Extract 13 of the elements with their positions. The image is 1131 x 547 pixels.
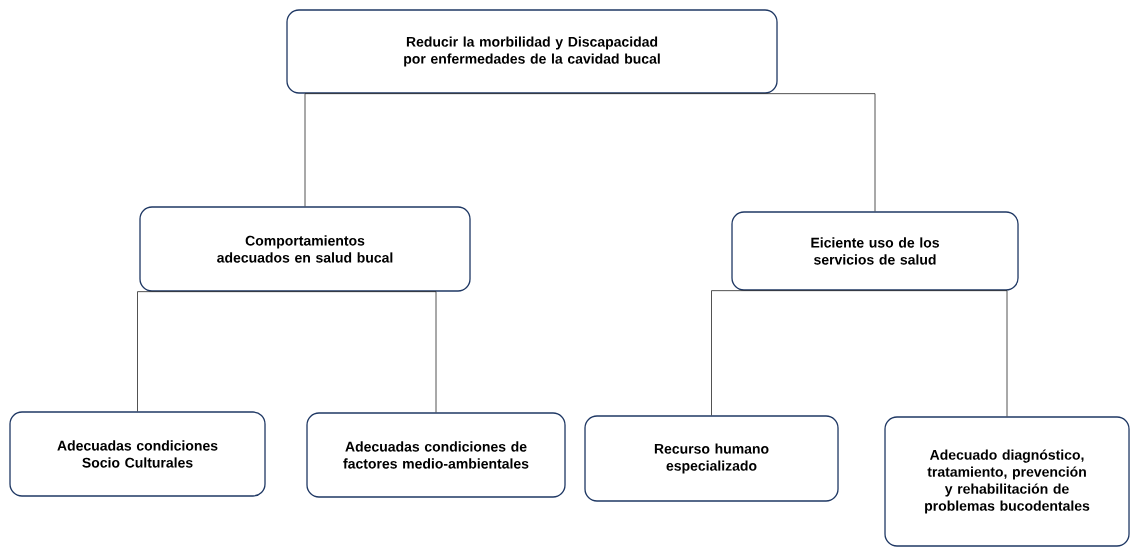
- connector-line: [531, 93, 876, 212]
- goal-box: Recurso humano especializado: [584, 415, 839, 502]
- goal-box: Adecuado diagnóstico, tratamiento, prevención y rehabilitación de problemas bucodentales: [884, 416, 1130, 547]
- connector-line: [711, 290, 876, 416]
- connector-line: [874, 290, 1008, 417]
- goal-box: Eiciente uso de los servicios de salud: [731, 211, 1019, 291]
- goal-box: Adecuadas condiciones Socio Culturales: [9, 411, 266, 497]
- connector-line: [137, 291, 306, 412]
- goal-box: Reducir la morbilidad y Discapacidad por enfermedades de la cavidad bucal: [286, 9, 778, 94]
- goal-box: Adecuadas condiciones de factores medio-ambientales: [306, 412, 566, 498]
- goal-box: Comportamientos adecuados en salud bucal: [139, 206, 471, 292]
- connector-line: [304, 291, 437, 413]
- connector-line: [304, 93, 533, 207]
